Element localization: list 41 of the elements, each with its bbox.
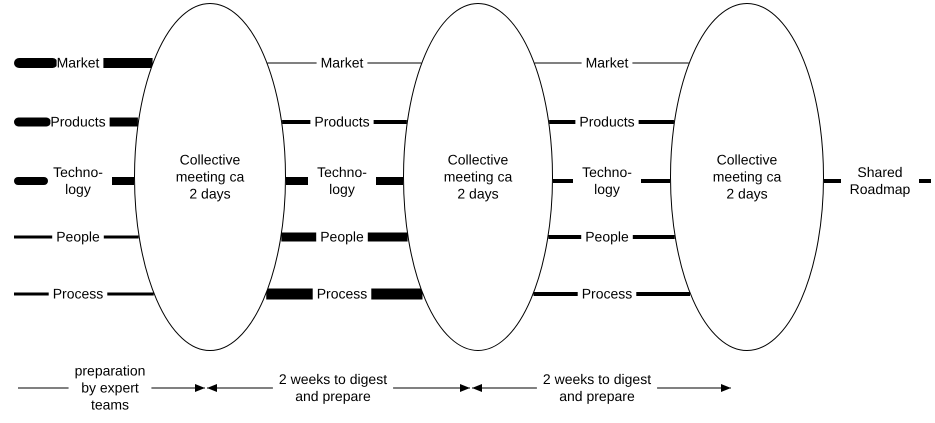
- connector-line: [14, 292, 49, 296]
- connector-line: [534, 62, 582, 64]
- connector-line: [371, 288, 422, 300]
- connector-line: [266, 62, 318, 64]
- connector-line: [374, 120, 407, 124]
- connector-line: [919, 179, 931, 183]
- connector-line: [282, 120, 310, 124]
- connector-line: [366, 62, 422, 64]
- connector-line: [14, 236, 52, 238]
- meeting-label: Collective meeting ca 2 days: [442, 152, 514, 202]
- timespan-label: 2 weeks to digest and prepare: [278, 371, 388, 405]
- connector-line: [376, 177, 404, 185]
- connector-line: [632, 235, 675, 239]
- topic-label: People: [320, 228, 364, 246]
- meeting-label: Collective meeting ca 2 days: [174, 152, 246, 202]
- connector-line: [636, 292, 690, 296]
- connector-line: [14, 58, 58, 68]
- connector-line: [281, 232, 316, 242]
- connector-line: [368, 232, 408, 242]
- connector-line: [14, 118, 51, 126]
- connector-line: [638, 120, 674, 124]
- timespan-label: 2 weeks to digest and prepare: [542, 371, 652, 405]
- meeting-label: Collective meeting ca 2 days: [712, 152, 782, 202]
- connector-line: [552, 179, 573, 183]
- topic-label: People: [585, 228, 629, 246]
- connector-line: [110, 118, 138, 126]
- timespan-label: preparation by expert teams: [74, 362, 146, 414]
- connector-line: [112, 177, 134, 185]
- connector-line: [286, 177, 308, 185]
- connector-line: [103, 58, 153, 68]
- connector-line: [14, 177, 48, 185]
- connector-line: [824, 179, 841, 183]
- topic-label: People: [56, 228, 100, 246]
- connector-line: [266, 288, 313, 300]
- connector-line: [107, 292, 154, 296]
- connector-line: [534, 292, 578, 296]
- connector-line: [104, 236, 139, 238]
- connector-line: [641, 179, 670, 183]
- connector-line: [549, 120, 576, 124]
- connector-line: [632, 62, 690, 64]
- connector-line: [548, 235, 582, 239]
